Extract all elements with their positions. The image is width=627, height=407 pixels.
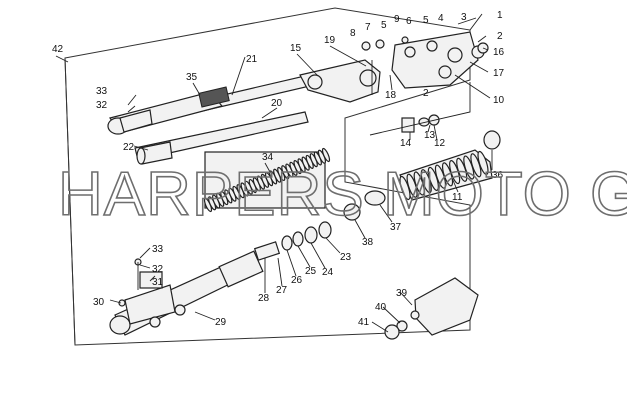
part-label-41: 41 [358, 317, 370, 328]
part-label-18: 18 [385, 90, 397, 101]
part-label-5a: 5 [381, 20, 387, 31]
part-label-14: 14 [400, 138, 412, 149]
part-label-27: 27 [276, 285, 288, 296]
part-label-39: 39 [396, 288, 408, 299]
spring-coils [203, 147, 331, 213]
part-label-13: 13 [424, 130, 436, 141]
part-label-6: 6 [406, 16, 412, 27]
gaiter-pleat [477, 150, 489, 176]
leader-lines [109, 13, 493, 333]
part-label-8: 8 [350, 28, 356, 39]
part-label-37: 37 [390, 222, 402, 233]
part-label-36: 36 [492, 170, 504, 181]
part-number-labels: 42 21 15 19 8 7 5 9 6 5 4 3 1 2 16 17 10… [52, 10, 505, 328]
watermark-text: HARPERS MOTO GUZZI© [58, 160, 627, 229]
part-label-23: 23 [340, 252, 352, 263]
part-label-38: 38 [362, 237, 374, 248]
part-label-25: 25 [305, 266, 317, 277]
part-label-24: 24 [322, 267, 334, 278]
part-label-3: 3 [461, 12, 467, 23]
part-label-28: 28 [258, 293, 270, 304]
gaiter-pleats [399, 150, 489, 201]
diagram-panel-outline [55, 7, 471, 346]
part-label-33a: 33 [96, 86, 108, 97]
part-label-20: 20 [271, 98, 283, 109]
part-label-7: 7 [365, 22, 371, 33]
part-label-5b: 5 [423, 15, 429, 26]
part-label-31: 31 [152, 277, 164, 288]
part-label-19: 19 [324, 35, 336, 46]
part-label-16: 16 [493, 47, 505, 58]
part-label-2b: 2 [423, 88, 429, 99]
upper-fork-assembly [107, 17, 489, 165]
part-label-17: 17 [493, 68, 505, 79]
part-label-15: 15 [290, 43, 302, 54]
part-label-32b: 32 [152, 264, 164, 275]
part-label-21: 21 [246, 54, 258, 65]
part-label-12: 12 [434, 138, 446, 149]
spring-coil [321, 147, 331, 163]
part-label-30: 30 [93, 297, 105, 308]
lower-fork-assembly [109, 221, 479, 340]
part-label-10: 10 [493, 95, 505, 106]
part-label-26: 26 [291, 275, 303, 286]
part-label-22: 22 [123, 142, 135, 153]
part-label-35: 35 [186, 72, 198, 83]
part-label-2a: 2 [497, 31, 503, 42]
part-label-1: 1 [497, 10, 503, 21]
part-label-32a: 32 [96, 100, 108, 111]
part-label-11: 11 [452, 192, 463, 203]
part-label-9: 9 [394, 14, 400, 25]
part-label-34: 34 [262, 152, 274, 163]
part-label-42: 42 [52, 44, 64, 55]
part-label-29: 29 [215, 317, 227, 328]
part-label-33b: 33 [152, 244, 164, 255]
part-label-40: 40 [375, 302, 387, 313]
part-label-4: 4 [438, 13, 444, 24]
